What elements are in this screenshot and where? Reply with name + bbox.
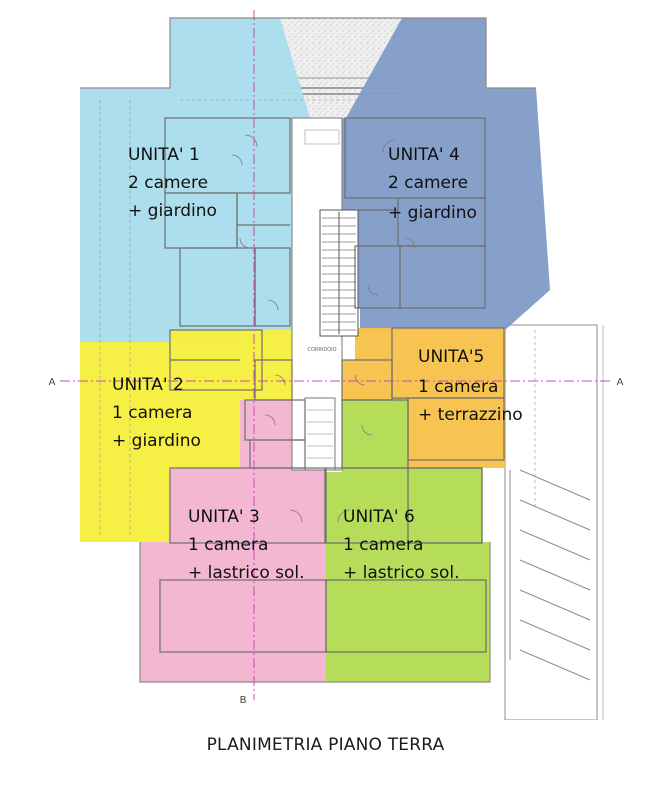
unit3-line1: 1 camera: [188, 535, 268, 555]
unit2-title: UNITA' 2: [112, 375, 184, 395]
section-a-left-label: A: [49, 377, 56, 388]
unit2-zone: [80, 330, 292, 542]
unit1-zone: [80, 18, 310, 342]
dimension-lines: [99, 99, 536, 535]
unit6-title: UNITA' 6: [343, 507, 415, 527]
unit6-label: UNITA' 6 1 camera + lastrico sol.: [343, 507, 460, 583]
door-swings: [231, 134, 416, 523]
unit4-title: UNITA' 4: [388, 145, 460, 165]
interior-walls: [80, 17, 536, 683]
unit1-line2: + giardino: [128, 201, 217, 221]
section-a-right-label: A: [617, 377, 624, 388]
floor-plan: CORRIDOIO: [49, 10, 624, 720]
unit3-zone: [140, 400, 326, 682]
section-line-b: B: [240, 10, 255, 706]
unit2-line1: 1 camera: [112, 403, 192, 423]
unit5-line2: + terrazzino: [418, 405, 523, 425]
unit1-line1: 2 camere: [128, 173, 208, 193]
central-core: CORRIDOIO: [291, 117, 359, 471]
unit2-line2: + giardino: [112, 431, 201, 451]
unit6-line1: 1 camera: [343, 535, 423, 555]
unit4-label: UNITA' 4 2 camere + giardino: [388, 145, 477, 223]
unit5-label: UNITA'5 1 camera + terrazzino: [418, 347, 523, 425]
unit3-title: UNITA' 3: [188, 507, 260, 527]
unit2-label: UNITA' 2 1 camera + giardino: [112, 375, 201, 451]
unit4-zone: [342, 18, 550, 330]
unit1-label: UNITA' 1 2 camere + giardino: [128, 145, 217, 221]
unit1-title: UNITA' 1: [128, 145, 200, 165]
unit5-title: UNITA'5: [418, 347, 484, 367]
unit3-label: UNITA' 3 1 camera + lastrico sol.: [188, 507, 305, 583]
unit5-line1: 1 camera: [418, 377, 498, 397]
right-side-ramp: [504, 324, 604, 720]
corridor-label: CORRIDOIO: [307, 347, 336, 353]
section-b-label: B: [240, 695, 247, 706]
section-line-a: A A: [49, 377, 624, 388]
unit3-line2: + lastrico sol.: [188, 563, 305, 583]
unit4-line1: 2 camere: [388, 173, 468, 193]
unit6-line2: + lastrico sol.: [343, 563, 460, 583]
unit4-line2: + giardino: [388, 203, 477, 223]
plan-caption: PLANIMETRIA PIANO TERRA: [206, 735, 445, 755]
